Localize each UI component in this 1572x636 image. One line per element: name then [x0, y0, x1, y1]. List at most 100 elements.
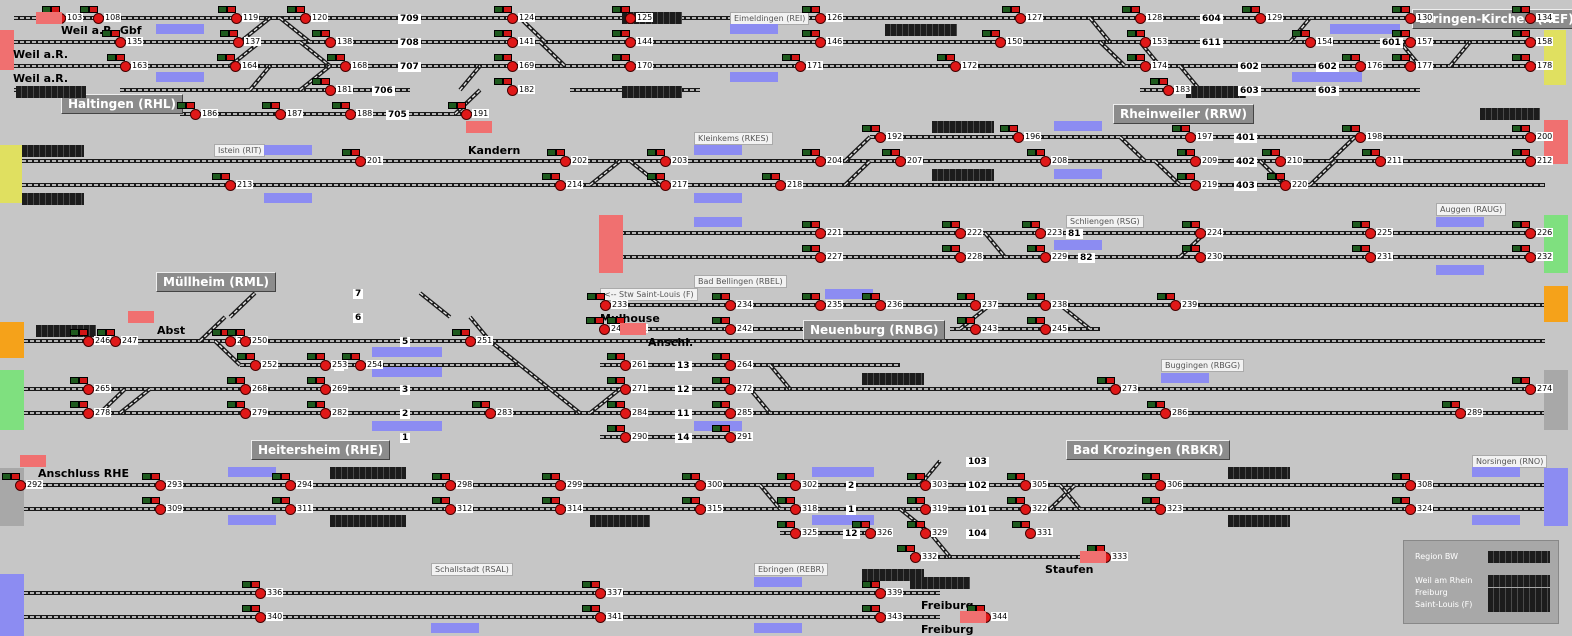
signal-icon[interactable] [695, 504, 706, 515]
signal-icon[interactable] [660, 156, 671, 167]
signal-icon[interactable] [920, 480, 931, 491]
signal-icon[interactable] [815, 300, 826, 311]
signal-icon[interactable] [1525, 13, 1536, 24]
signal-icon[interactable] [231, 13, 242, 24]
signal-icon[interactable] [1020, 480, 1031, 491]
signal-icon[interactable] [920, 528, 931, 539]
signal-icon[interactable] [190, 109, 201, 120]
signal-icon[interactable] [815, 252, 826, 263]
signal-icon[interactable] [555, 504, 566, 515]
signal-icon[interactable] [120, 61, 131, 72]
signal-icon[interactable] [1405, 504, 1416, 515]
signal-icon[interactable] [340, 61, 351, 72]
signal-icon[interactable] [250, 360, 261, 371]
signal-icon[interactable] [320, 408, 331, 419]
signal-icon[interactable] [1525, 37, 1536, 48]
signal-icon[interactable] [225, 336, 236, 347]
signal-icon[interactable] [1160, 408, 1171, 419]
signal-icon[interactable] [970, 300, 981, 311]
signal-icon[interactable] [155, 504, 166, 515]
signal-icon[interactable] [599, 324, 610, 335]
signal-icon[interactable] [461, 109, 472, 120]
signal-icon[interactable] [325, 37, 336, 48]
signal-icon[interactable] [555, 180, 566, 191]
signal-icon[interactable] [465, 336, 476, 347]
signal-icon[interactable] [1405, 480, 1416, 491]
signal-icon[interactable] [155, 480, 166, 491]
signal-icon[interactable] [620, 384, 631, 395]
signal-icon[interactable] [795, 61, 806, 72]
signal-icon[interactable] [875, 300, 886, 311]
signal-icon[interactable] [275, 109, 286, 120]
signal-icon[interactable] [970, 324, 981, 335]
signal-icon[interactable] [345, 109, 356, 120]
signal-icon[interactable] [285, 480, 296, 491]
signal-icon[interactable] [725, 300, 736, 311]
signal-icon[interactable] [725, 408, 736, 419]
signal-icon[interactable] [595, 588, 606, 599]
signal-icon[interactable] [233, 37, 244, 48]
signal-icon[interactable] [1040, 252, 1051, 263]
signal-icon[interactable] [1140, 37, 1151, 48]
signal-icon[interactable] [1280, 180, 1291, 191]
signal-icon[interactable] [320, 360, 331, 371]
signal-icon[interactable] [485, 408, 496, 419]
signal-icon[interactable] [910, 552, 921, 563]
signal-icon[interactable] [620, 408, 631, 419]
signal-icon[interactable] [1405, 13, 1416, 24]
signal-icon[interactable] [1455, 408, 1466, 419]
signal-icon[interactable] [15, 480, 26, 491]
signal-icon[interactable] [507, 37, 518, 48]
signal-icon[interactable] [1185, 132, 1196, 143]
signal-icon[interactable] [695, 480, 706, 491]
signal-icon[interactable] [325, 85, 336, 96]
signal-icon[interactable] [1155, 504, 1166, 515]
signal-icon[interactable] [725, 324, 736, 335]
signal-icon[interactable] [225, 180, 236, 191]
signal-icon[interactable] [1190, 180, 1201, 191]
signal-icon[interactable] [1135, 13, 1146, 24]
signal-icon[interactable] [875, 588, 886, 599]
signal-icon[interactable] [1275, 156, 1286, 167]
signal-icon[interactable] [507, 13, 518, 24]
signal-icon[interactable] [1170, 300, 1181, 311]
signal-icon[interactable] [1365, 228, 1376, 239]
signal-icon[interactable] [110, 336, 121, 347]
signal-icon[interactable] [1040, 324, 1051, 335]
signal-icon[interactable] [1525, 156, 1536, 167]
signal-icon[interactable] [1155, 480, 1166, 491]
signal-icon[interactable] [507, 85, 518, 96]
signal-icon[interactable] [83, 384, 94, 395]
signal-icon[interactable] [875, 612, 886, 623]
signal-icon[interactable] [255, 612, 266, 623]
signal-icon[interactable] [595, 612, 606, 623]
signal-icon[interactable] [790, 480, 801, 491]
signal-icon[interactable] [790, 528, 801, 539]
signal-icon[interactable] [1525, 252, 1536, 263]
signal-icon[interactable] [790, 504, 801, 515]
signal-icon[interactable] [865, 528, 876, 539]
signal-icon[interactable] [815, 37, 826, 48]
signal-icon[interactable] [1525, 384, 1536, 395]
signal-icon[interactable] [875, 132, 886, 143]
signal-icon[interactable] [1365, 252, 1376, 263]
signal-icon[interactable] [815, 13, 826, 24]
signal-icon[interactable] [1355, 61, 1366, 72]
signal-icon[interactable] [115, 37, 126, 48]
signal-icon[interactable] [285, 504, 296, 515]
signal-icon[interactable] [1013, 132, 1024, 143]
signal-icon[interactable] [445, 504, 456, 515]
signal-icon[interactable] [625, 61, 636, 72]
signal-icon[interactable] [775, 180, 786, 191]
signal-icon[interactable] [625, 13, 636, 24]
signal-icon[interactable] [1375, 156, 1386, 167]
signal-icon[interactable] [83, 336, 94, 347]
signal-icon[interactable] [1525, 132, 1536, 143]
signal-icon[interactable] [240, 336, 251, 347]
signal-icon[interactable] [955, 228, 966, 239]
signal-icon[interactable] [255, 588, 266, 599]
signal-icon[interactable] [815, 156, 826, 167]
signal-icon[interactable] [1525, 61, 1536, 72]
signal-icon[interactable] [1015, 13, 1026, 24]
signal-icon[interactable] [230, 61, 241, 72]
